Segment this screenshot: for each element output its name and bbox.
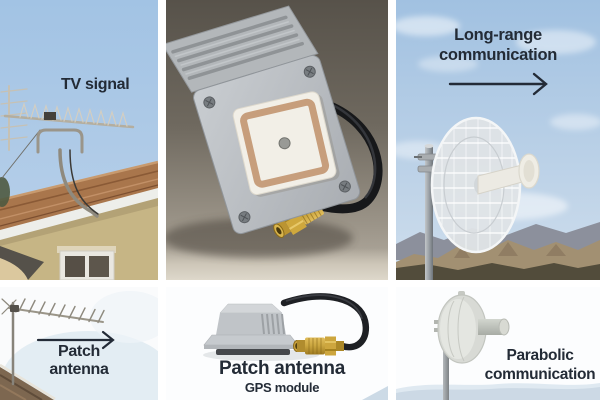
tv-antenna-rooftop-photo [0, 0, 158, 280]
pale-blob-2 [90, 291, 158, 343]
yagi-antenna [1, 298, 105, 386]
corner-hill-sliver [362, 386, 388, 400]
parabolic-dish-antenna [434, 291, 510, 364]
house [0, 160, 158, 280]
gps-module-title: Patch antenna [219, 358, 345, 379]
box-top-face [166, 5, 319, 93]
dish-panel-seams [447, 296, 465, 362]
patch-antenna-label: Patch antenna [0, 343, 158, 379]
porch-arch [0, 258, 28, 280]
window [57, 246, 116, 280]
gps-patch-module-photo [166, 0, 388, 280]
patch-antenna-label-line1: Patch [57, 343, 101, 360]
long-range-label-line1: Long-range [454, 26, 542, 44]
feed-cylinder [478, 319, 504, 335]
panel-gps-module-product: Patch antenna GPS module [166, 287, 388, 400]
gps-module-box [166, 5, 361, 235]
module-ribs [261, 313, 285, 335]
panel-patch-antenna-illustration: Patch antenna [0, 287, 158, 400]
mesh-dish-antenna [430, 116, 540, 254]
white-background [396, 287, 600, 400]
module-base-pad [216, 349, 290, 355]
right-arrow-icon [36, 330, 115, 350]
coax-cable [315, 100, 383, 214]
roof-tiles [0, 160, 158, 230]
yagi-elements [19, 101, 128, 127]
blue-hills [396, 383, 600, 400]
parabolic-label-line2: communication [484, 365, 596, 383]
panel-parabolic-illustration: Parabolic communication [396, 287, 600, 400]
panel-tv-signal-photo: TV signal [0, 0, 158, 280]
coax-cable [280, 293, 370, 351]
ceramic-patch-antenna [232, 91, 340, 197]
tv-yagi-antenna [0, 85, 135, 218]
sma-connector [293, 336, 344, 356]
long-range-label: Long-range communication [396, 26, 600, 65]
corner-screws [203, 65, 351, 224]
pale-blue-blob [2, 331, 158, 400]
parabolic-dish-illustration [396, 287, 600, 400]
gps-module-product-photo [166, 287, 388, 400]
patch-center-pin [278, 137, 291, 150]
long-range-label-line2: communication [438, 45, 558, 64]
right-arrow-icon [448, 72, 548, 96]
parabolic-grid-antenna-photo [396, 0, 600, 280]
tv-signal-label: TV signal [61, 76, 130, 93]
panel-long-range-photo: Long-range communication [396, 0, 600, 280]
parabolic-label-line1: Parabolic [506, 347, 574, 364]
gps-module-subtitle: GPS module [244, 380, 320, 395]
yagi-antenna-illustration [0, 287, 158, 400]
panel-gps-patch-closeup-photo [166, 0, 388, 280]
patch-antenna-label-line2: antenna [49, 361, 109, 378]
parabolic-label: Parabolic communication [484, 347, 596, 384]
box-shadow [166, 218, 353, 258]
antenna-pole [443, 319, 449, 400]
box-ribs [171, 15, 305, 80]
gps-module-box [203, 303, 299, 355]
tree-foliage [0, 177, 10, 207]
